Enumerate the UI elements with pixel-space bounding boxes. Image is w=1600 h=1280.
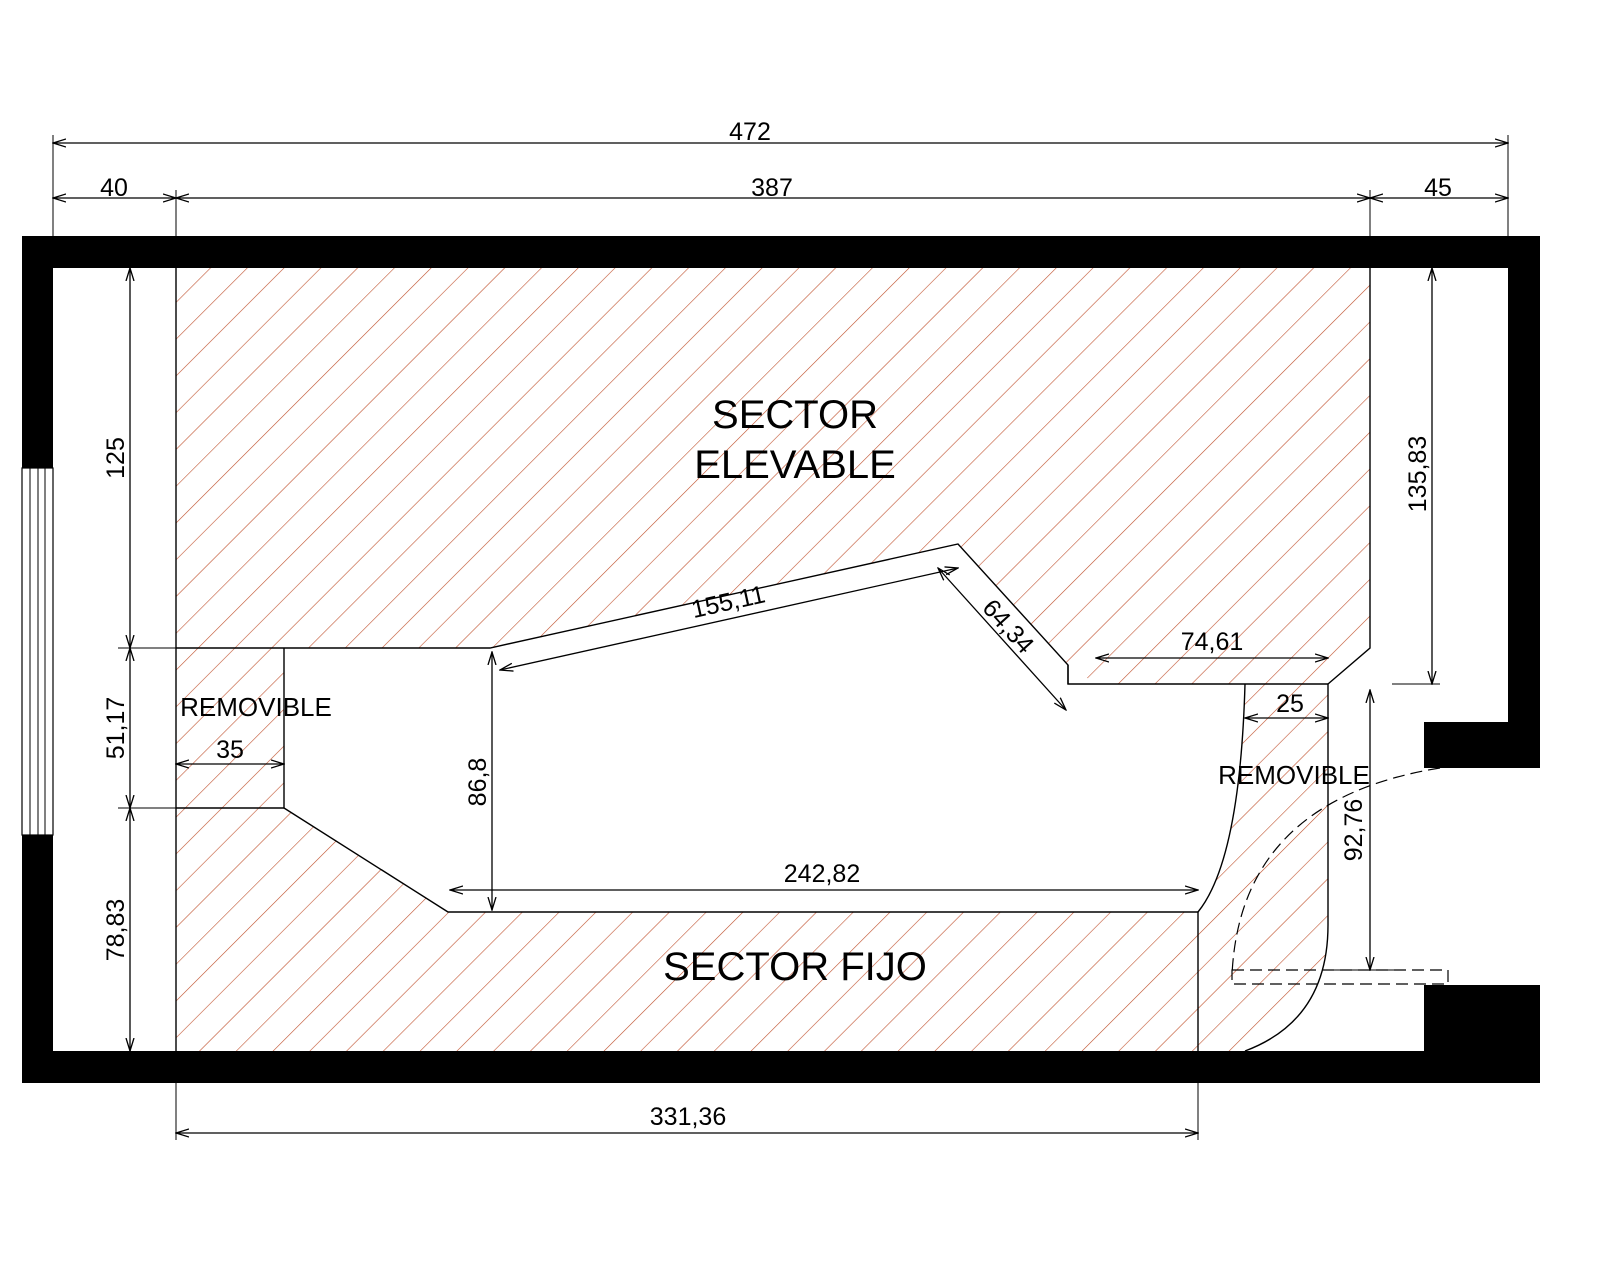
label-sector-elevable-1: SECTOR [712, 393, 878, 437]
dimension-lines [53, 135, 1508, 1140]
label-removible-right: REMOVIBLE [1218, 760, 1370, 790]
zone-labels: SECTOR ELEVABLE SECTOR FIJO REMOVIBLE RE… [180, 393, 1370, 989]
window [21, 467, 54, 836]
dim-left-lower: 78,83 [102, 899, 130, 962]
wall-top [22, 236, 1540, 268]
dim-fixed-length: 331,36 [650, 1103, 726, 1131]
dim-inner-width: 387 [751, 174, 793, 202]
removible-left-area [176, 648, 284, 808]
walls [22, 236, 1540, 1083]
dim-right-offset: 45 [1424, 174, 1452, 202]
door-jamb-lower [1424, 985, 1540, 1083]
dim-removible-width: 35 [216, 736, 244, 764]
dim-notch-width: 74,61 [1181, 628, 1244, 656]
wall-right-upper [1508, 236, 1540, 768]
dim-left-middle: 51,17 [102, 697, 130, 760]
door-jamb-upper [1424, 722, 1540, 768]
dim-pit-depth: 86,8 [464, 758, 492, 807]
sector-elevable-area [176, 268, 1370, 684]
sector-fijo-area [176, 808, 1198, 1051]
wall-left-lower [22, 835, 53, 1083]
dim-right-upper: 135,83 [1404, 436, 1432, 512]
dim-notch-small: 25 [1276, 690, 1304, 718]
dim-total-width: 472 [729, 118, 771, 146]
wall-bottom [22, 1051, 1540, 1083]
dim-left-offset: 40 [100, 174, 128, 202]
door-swing [1231, 767, 1441, 976]
dim-pit-width: 242,82 [784, 860, 860, 888]
label-sector-elevable-2: ELEVABLE [694, 443, 896, 487]
label-removible-left: REMOVIBLE [180, 692, 332, 722]
dim-door-height: 92,76 [1340, 799, 1368, 862]
label-sector-fijo: SECTOR FIJO [663, 945, 927, 989]
wall-left-upper [22, 236, 53, 468]
dim-left-upper: 125 [102, 437, 130, 479]
